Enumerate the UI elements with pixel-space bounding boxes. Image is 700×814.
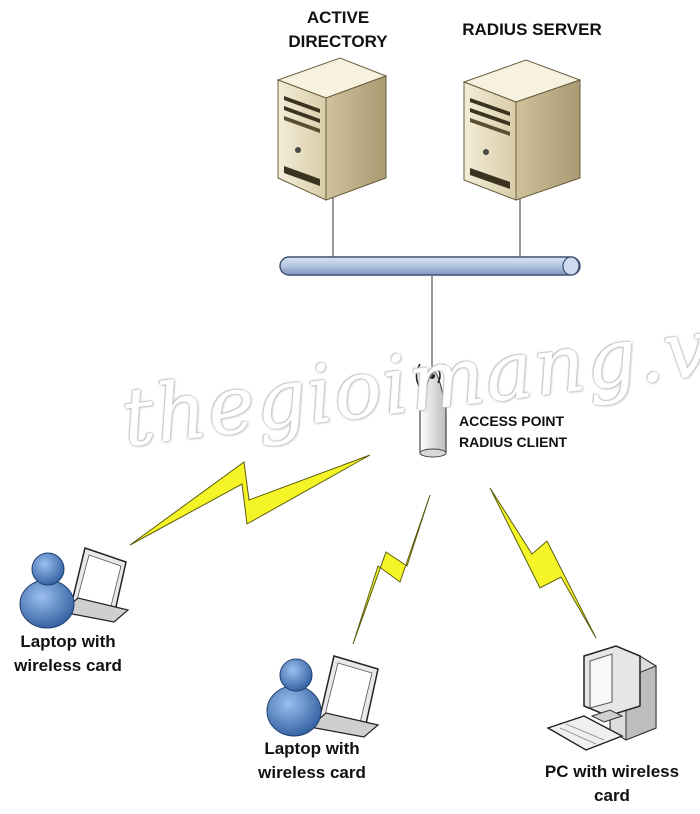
radius-server-label: RADIUS SERVER (462, 20, 602, 39)
laptop-left-label-line1: Laptop with (20, 632, 116, 651)
pc-label-line2: card (594, 786, 630, 805)
user-center-icon (266, 658, 322, 737)
laptop-left-label-line2: wireless card (14, 656, 122, 675)
pc-label: PC with wireless card (526, 760, 698, 808)
radius-server-icon (462, 59, 582, 201)
wireless-link-right-bolt (489, 487, 597, 639)
user-left-icon (19, 552, 75, 629)
wireless-link-left-bolt (129, 454, 371, 546)
laptop-center-label: Laptop with wireless card (242, 737, 382, 785)
pc-label-line1: PC with wireless (544, 762, 680, 781)
wireless-signal-icon (415, 363, 449, 389)
pc-icon (546, 645, 657, 751)
access-point-label-line2: RADIUS CLIENT (459, 434, 568, 450)
wireless-link-center-bolt (352, 494, 431, 645)
access-point-label: ACCESS POINT RADIUS CLIENT (459, 411, 629, 453)
laptop-center-label-line1: Laptop with (264, 739, 360, 758)
access-point-label-line1: ACCESS POINT (459, 413, 565, 429)
laptop-center-label-line2: wireless card (258, 763, 366, 782)
active-directory-label: ACTIVE DIRECTORY (268, 6, 408, 54)
network-bus (279, 256, 581, 276)
active-directory-label-line1: ACTIVE (306, 8, 370, 27)
laptop-left-label: Laptop with wireless card (0, 630, 136, 678)
access-point-icon (419, 371, 447, 458)
active-directory-label-line2: DIRECTORY (288, 32, 388, 51)
active-directory-server-icon (276, 57, 388, 201)
laptop-left-icon (60, 547, 130, 623)
laptop-center-icon (308, 655, 380, 738)
